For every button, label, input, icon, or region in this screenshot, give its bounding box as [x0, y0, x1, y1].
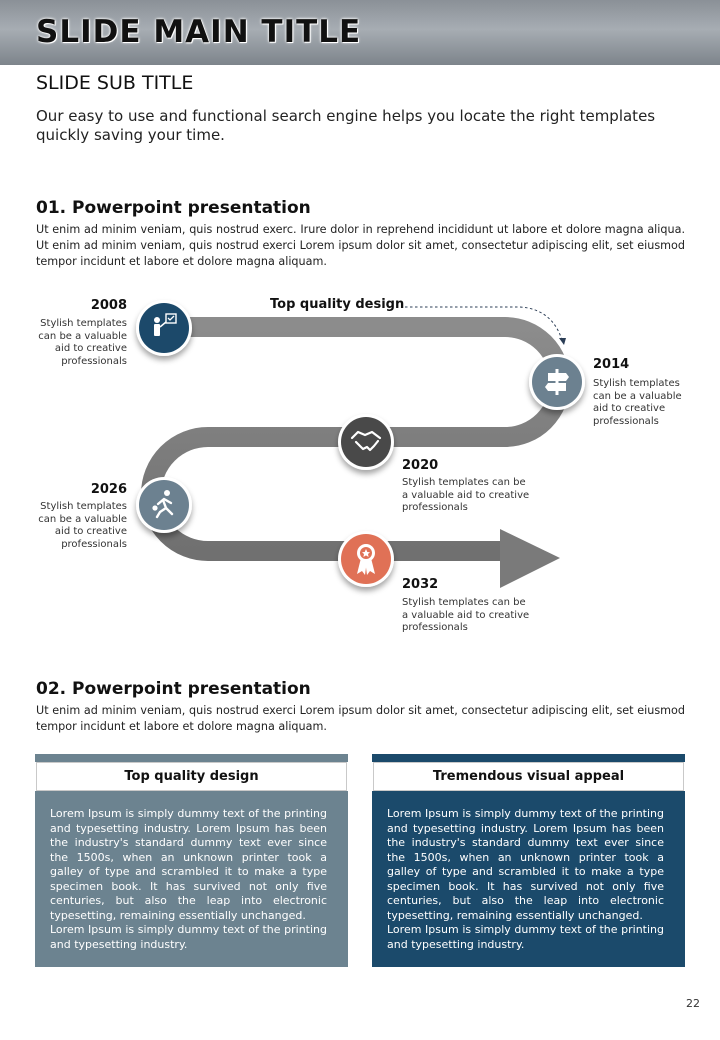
page-number: 22 [686, 997, 700, 1010]
info-box-right-text: Lorem Ipsum is simply dummy text of the … [387, 807, 664, 951]
milestone-2020-desc: Stylish templates can be a valuable aid … [402, 477, 530, 513]
milestone-2008-circle [136, 300, 192, 356]
info-box-left-body: Lorem Ipsum is simply dummy text of the … [35, 791, 348, 967]
callout-dotted-line [405, 306, 563, 341]
header-banner: SLIDE MAIN TITLE [0, 0, 720, 65]
intro-text: Our easy to use and functional search en… [36, 107, 656, 144]
section-2-title: 02. Powerpoint presentation [36, 679, 311, 699]
info-box-left-bar [35, 754, 348, 762]
milestone-2032-year: 2032 [402, 577, 439, 592]
info-box-right-body: Lorem Ipsum is simply dummy text of the … [372, 791, 685, 967]
info-box-right-title: Tremendous visual appeal [373, 762, 684, 791]
milestone-2014-year: 2014 [593, 357, 630, 372]
timeline-arrowhead [500, 529, 560, 588]
callout-arrowhead [559, 338, 566, 345]
milestone-2008-year: 2008 [90, 298, 127, 313]
milestone-2014-desc: Stylish templates can be a valuable aid … [593, 378, 682, 427]
timeline-callout-label: Top quality design [270, 297, 405, 312]
milestone-2026-year: 2026 [90, 482, 127, 497]
handshake-icon [350, 430, 382, 452]
timeline-graphic [136, 300, 585, 588]
milestone-2026-desc: Stylish templates can be a valuable aid … [38, 501, 127, 550]
section-1-body: Ut enim ad minim veniam, quis nostrud ex… [36, 223, 685, 268]
milestone-2008-desc: Stylish templates can be a valuable aid … [38, 318, 127, 367]
milestone-2032-desc: Stylish templates can be a valuable aid … [402, 597, 530, 633]
signpost-icon [545, 369, 569, 395]
section-1-title: 01. Powerpoint presentation [36, 198, 311, 218]
milestone-2020-circle [338, 414, 394, 470]
milestone-2020-year: 2020 [402, 458, 439, 473]
info-box-left-title: Top quality design [36, 762, 347, 791]
award-ribbon-icon [357, 544, 375, 575]
slide-main-title: SLIDE MAIN TITLE [36, 14, 362, 50]
running-person-icon [152, 490, 174, 519]
slide-sub-title: SLIDE SUB TITLE [36, 72, 194, 94]
presenter-checklist-icon [154, 313, 177, 336]
info-box-left-text: Lorem Ipsum is simply dummy text of the … [50, 807, 327, 951]
section-2-body: Ut enim ad minim veniam, quis nostrud ex… [36, 704, 685, 733]
info-box-right-bar [372, 754, 685, 762]
info-box-left: Top quality design Lorem Ipsum is simply… [35, 754, 348, 967]
info-box-right: Tremendous visual appeal Lorem Ipsum is … [372, 754, 685, 967]
